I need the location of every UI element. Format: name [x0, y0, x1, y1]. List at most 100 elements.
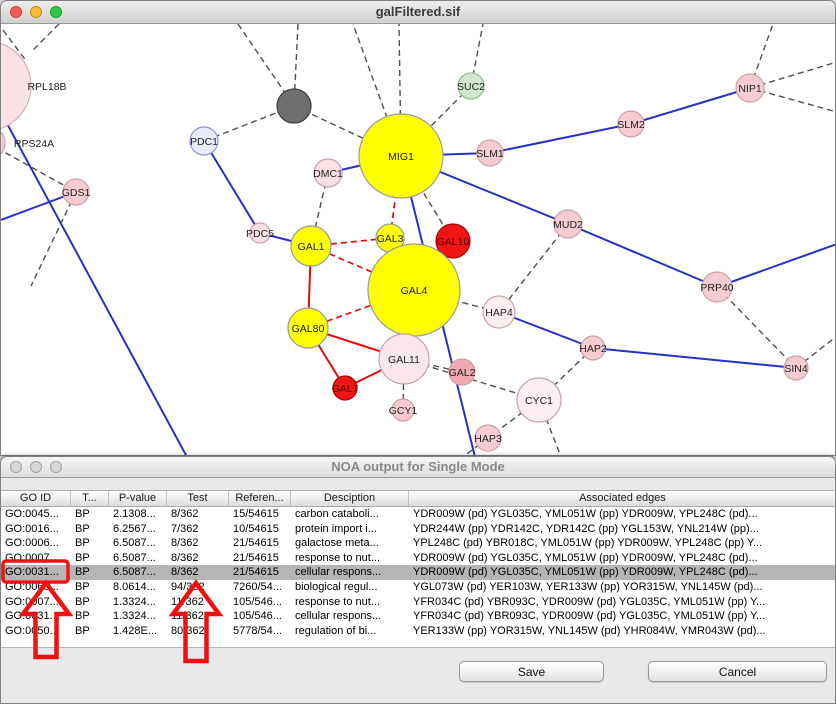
cell-reference: 5778/54... — [233, 624, 282, 637]
node-GAL1[interactable]: GAL1 — [290, 225, 332, 267]
cell-associated_edges: YDR009W (pd) YGL035C, YML051W (pp) YDR00… — [413, 566, 758, 579]
node-NIP1[interactable]: NIP1 — [735, 73, 765, 103]
zoom-window-button[interactable] — [50, 461, 62, 473]
cell-test: 8/362 — [171, 551, 199, 564]
cell-associated_edges: YPL248C (pd) YBR018C, YML051W (pp) YDR00… — [413, 537, 763, 550]
cell-description: cellular respons... — [295, 610, 382, 623]
network-canvas[interactable]: RPL18BRPS24AGDS1PDC1MIG1SUC2SLM1SLM2NIP1… — [1, 24, 836, 456]
edge-offscreen-offscreen — [1, 110, 188, 455]
cell-go_id: GO:0031... — [5, 610, 59, 623]
cell-description: biological regul... — [295, 580, 378, 593]
cell-type: BP — [75, 580, 90, 593]
cell-associated_edges: YGL073W (pd) YER103W, YER133W (pp) YOR31… — [413, 580, 763, 593]
close-window-button[interactable] — [10, 461, 22, 473]
cell-associated_edges: YDR009W (pd) YGL035C, YML051W (pp) YDR00… — [413, 551, 758, 564]
save-button[interactable]: Save — [459, 661, 604, 682]
node-MUD2[interactable]: MUD2 — [553, 209, 583, 239]
cell-test: 8/362 — [171, 566, 199, 579]
close-window-button[interactable] — [10, 6, 22, 18]
edge-PRP40-SIN4 — [716, 286, 797, 369]
column-header-associated_edges[interactable]: Associated edges — [409, 491, 835, 506]
noa-dialog-titlebar[interactable]: NOA output for Single Mode — [1, 457, 835, 478]
network-window-title: galFiltered.sif — [375, 4, 461, 19]
node-GAL7[interactable]: GAL7 — [332, 375, 359, 401]
node-SIN4[interactable]: SIN4 — [783, 355, 809, 381]
cell-description: carbon cataboli... — [295, 508, 379, 520]
cell-type: BP — [75, 595, 90, 608]
node-label-RPL18B: RPL18B — [27, 81, 66, 93]
cell-p_value: 1.3324... — [113, 610, 156, 623]
column-header-description[interactable]: Desciption — [291, 491, 409, 506]
network-window-titlebar[interactable]: galFiltered.sif — [1, 1, 835, 24]
node-SUC2[interactable]: SUC2 — [457, 72, 485, 100]
column-header-go_id[interactable]: GO ID — [1, 491, 71, 506]
zoom-window-button[interactable] — [50, 6, 62, 18]
column-header-reference[interactable]: Referen... — [229, 491, 291, 506]
node-PDC1[interactable]: PDC1 — [189, 126, 219, 156]
cell-associated_edges: YFR034C (pd) YBR093C, YDR009W (pd) YGL03… — [413, 610, 766, 623]
node-HAP4[interactable]: HAP4 — [482, 295, 516, 329]
cell-p_value: 6.2567... — [113, 522, 156, 535]
cell-go_id: GO:0045... — [5, 508, 59, 520]
node-CYC1[interactable]: CYC1 — [516, 377, 562, 423]
edge-offscreen-offscreen — [30, 24, 60, 53]
cell-reference: 7260/54... — [233, 580, 282, 593]
edge-PRP40-offscreen — [716, 243, 835, 288]
cell-test: 94/362 — [171, 580, 205, 593]
node-GCY1[interactable]: GCY1 — [389, 398, 418, 422]
cell-go_id: GO:0031... — [5, 566, 59, 579]
node-SLM1[interactable]: SLM1 — [476, 139, 504, 167]
cell-reference: 10/54615 — [233, 522, 279, 535]
minimize-window-button[interactable] — [30, 461, 42, 473]
column-header-p_value[interactable]: P-value — [109, 491, 167, 506]
cell-test: 8/362 — [171, 508, 199, 520]
cancel-button[interactable]: Cancel — [648, 661, 827, 682]
node-GAL80[interactable]: GAL80 — [287, 307, 329, 349]
node-SLM2[interactable]: SLM2 — [617, 110, 645, 138]
node-HAP3[interactable]: HAP3 — [474, 424, 502, 452]
node-graynode[interactable] — [276, 88, 312, 124]
cell-reference: 105/546... — [233, 595, 282, 608]
cell-go_id: GO:0007... — [5, 595, 59, 608]
node-DMC1[interactable]: DMC1 — [313, 158, 343, 188]
cell-p_value: 1.3324... — [113, 595, 156, 608]
node-GAL2[interactable]: GAL2 — [448, 358, 476, 386]
edge-SLM2-NIP1 — [630, 87, 751, 125]
node-PRP40[interactable]: PRP40 — [700, 271, 734, 303]
edge-offscreen-offscreen — [2, 29, 28, 63]
cell-test: 8/362 — [171, 537, 199, 550]
column-header-test[interactable]: Test — [167, 491, 229, 506]
node-GAL4[interactable]: GAL4 — [367, 243, 461, 337]
node-GDS1[interactable]: GDS1 — [62, 178, 91, 206]
cell-type: BP — [75, 508, 90, 520]
edge-graynode-PDC1 — [203, 105, 295, 142]
edge-offscreen-graynode — [293, 24, 299, 107]
cell-go_id: GO:0050... — [5, 624, 59, 637]
cell-p_value: 8.0614... — [113, 580, 156, 593]
node-RPL18B[interactable]: RPL18B — [1, 41, 67, 131]
cell-description: cellular respons... — [295, 566, 382, 579]
cell-go_id: GO:0007... — [5, 551, 59, 564]
minimize-window-button[interactable] — [30, 6, 42, 18]
column-header-type[interactable]: T... — [71, 491, 109, 506]
node-MIG1[interactable]: MIG1 — [358, 113, 444, 199]
node-GAL11[interactable]: GAL11 — [378, 333, 430, 385]
edge-NIP1-offscreen — [749, 61, 835, 89]
edge-RPS24A-GDS1 — [1, 149, 77, 193]
cell-test: 11/362 — [171, 595, 204, 608]
node-PDC5[interactable]: PDC5 — [246, 222, 274, 244]
